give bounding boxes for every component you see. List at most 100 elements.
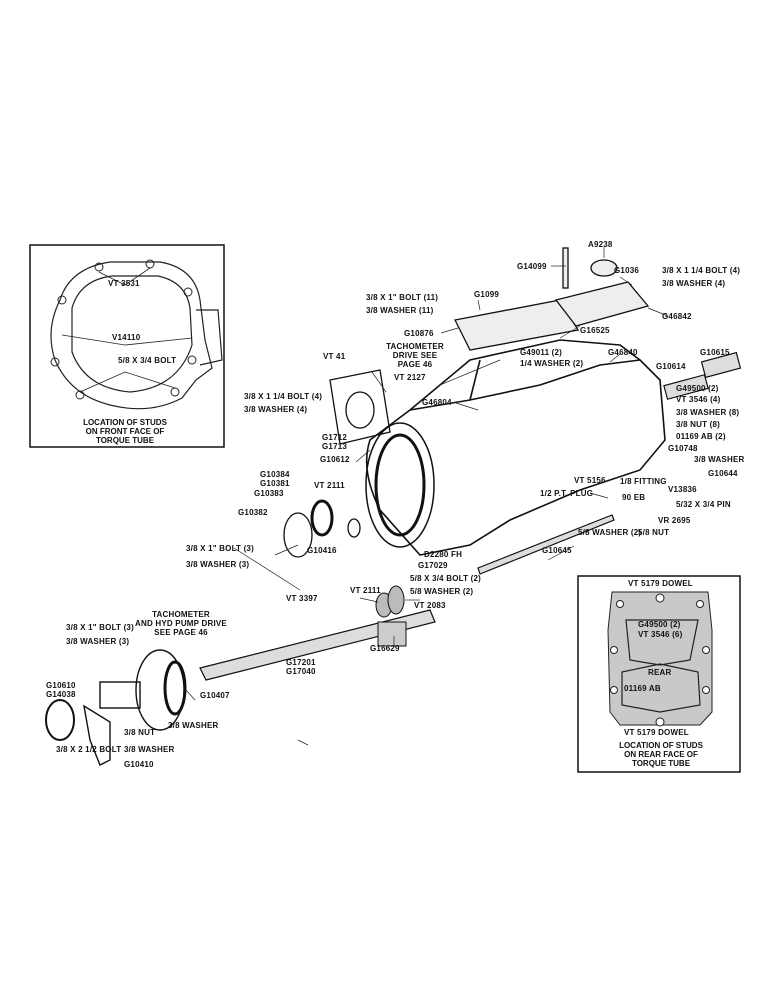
label-g10614: G10614 (656, 362, 686, 371)
bearing-and-retainer-drawing (283, 499, 361, 558)
callout-leaders (185, 247, 669, 746)
label-vt2111a: VT 2111 (314, 481, 345, 490)
label-washer-3-8-3b: 3/8 WASHER (3) (66, 637, 130, 646)
pump-drive-drawing (45, 649, 187, 766)
label-ab01169: 01169 AB (2) (676, 432, 726, 441)
label-nut-5-8: 5/8 NUT (638, 528, 670, 537)
label-g49500: G49500 (2) (676, 384, 719, 393)
label-washer-3-8-4: 3/8 WASHER (4) (662, 279, 726, 288)
label-washer-5-8-2: 5/8 WASHER (2) (578, 528, 642, 537)
label-g10644: G10644 (708, 469, 738, 478)
label-tach-drive: TACHOMETER DRIVE SEE PAGE 46 (386, 342, 444, 369)
label-g10381: G10381 (260, 479, 290, 488)
label-bolt-5-8-x-3-4-2: 5/8 X 3/4 BOLT (2) (410, 574, 482, 583)
bellhousing-drawing (365, 422, 435, 548)
label-g1713: G1713 (322, 442, 348, 451)
label-pt-plug: 1/2 P.T. PLUG (540, 489, 594, 498)
label-washer-3-8-4-b: 3/8 WASHER (4) (244, 405, 308, 414)
label-g46842: G46842 (662, 312, 692, 321)
label-g14099: G14099 (517, 262, 547, 271)
front-stud-part: VT 3531 (108, 279, 140, 288)
label-g10384: G10384 (260, 470, 290, 479)
label-g46840: G46840 (608, 348, 638, 357)
front-bolt-part: V14110 (112, 333, 141, 342)
label-washer-3-8c: 3/8 WASHER (124, 745, 175, 754)
label-vt3836: V13836 (668, 485, 697, 494)
rear-inset-frame (577, 575, 741, 773)
label-bolt-3-8-x-1-3b: 3/8 X 1" BOLT (3) (66, 623, 134, 632)
label-vt3546: VT 3546 (4) (676, 395, 721, 404)
label-g10615: G10615 (700, 348, 730, 357)
label-washer-1-4-2: 1/4 WASHER (2) (520, 359, 584, 368)
label-g10610: G10610 (46, 681, 76, 690)
label-bolt-3-8-x-1-4: 3/8 X 1 1/4 BOLT (4) (662, 266, 741, 275)
label-g17040: G17040 (286, 667, 316, 676)
rear-flange-drawing (607, 591, 713, 726)
label-nut-3-8: 3/8 NUT (124, 728, 156, 737)
label-bolt-3-8-x-1-3: 3/8 X 1" BOLT (3) (186, 544, 254, 553)
label-vt2083: VT 2083 (414, 601, 446, 610)
rear-ab-part: 01169 AB (624, 684, 661, 693)
label-g10612: G10612 (320, 455, 350, 464)
label-washer-3-8-11: 3/8 WASHER (11) (366, 306, 434, 315)
label-g1036: G1036 (614, 266, 640, 275)
label-bolt-3-8-x-1-11: 3/8 X 1" BOLT (11) (366, 293, 439, 302)
label-vt5156: VT 5156 (574, 476, 606, 485)
front-leader-lines (61, 267, 193, 393)
label-g16629: G16629 (370, 644, 400, 653)
label-nut-3-8-8: 3/8 NUT (8) (676, 420, 720, 429)
label-bolt-3-8-x-1-4-b: 3/8 X 1 1/4 BOLT (4) (244, 392, 323, 401)
label-g17029: G17029 (418, 561, 448, 570)
top-cover-drawing (454, 247, 650, 351)
label-g10407: G10407 (200, 691, 230, 700)
transmission-case-drawing (365, 339, 666, 556)
label-g10410: G10410 (124, 760, 154, 769)
rear-dowel-top: VT 5179 DOWEL (628, 579, 693, 588)
label-g10382: G10382 (238, 508, 268, 517)
front-bolt-label: 5/8 X 3/4 BOLT (118, 356, 177, 365)
label-g10748: G10748 (668, 444, 698, 453)
shafts-drawing (199, 351, 742, 681)
label-tach-hyd: TACHOMETER AND HYD PUMP DRIVE SEE PAGE 4… (135, 610, 227, 637)
front-inset-caption: LOCATION OF STUDS ON FRONT FACE OF TORQU… (83, 418, 167, 445)
label-washer-3-8-3: 3/8 WASHER (3) (186, 560, 250, 569)
label-d2280: D2280 FH (424, 550, 463, 559)
label-vt3397: VT 3397 (286, 594, 318, 603)
label-vt2127: VT 2127 (394, 373, 426, 382)
label-washer-3-8b: 3/8 WASHER (168, 721, 219, 730)
label-g10416: G10416 (307, 546, 337, 555)
label-g1712: G1712 (322, 433, 348, 442)
label-g10383: G10383 (254, 489, 284, 498)
front-inset-frame (29, 244, 225, 448)
label-g46804: G46804 (422, 398, 452, 407)
label-washer-3-8-8: 3/8 WASHER (8) (676, 408, 740, 417)
label-g49011: G49011 (2) (520, 348, 563, 357)
label-pin: 5/32 X 3/4 PIN (676, 500, 731, 509)
rear-stud-1: G49500 (2) (638, 620, 681, 629)
label-bolt-3-8-x-2-1-2: 3/8 X 2 1/2 BOLT (56, 745, 122, 754)
label-g17201: G17201 (286, 658, 316, 667)
label-washer-5-8-2b: 5/8 WASHER (2) (410, 587, 474, 596)
rear-inset-caption: LOCATION OF STUDS ON REAR FACE OF TORQUE… (619, 741, 703, 768)
rear-label: REAR (648, 668, 672, 677)
label-ab90: 90 EB (622, 493, 646, 502)
label-vr2695: VR 2695 (658, 516, 691, 525)
label-g1099: G1099 (474, 290, 500, 299)
rear-dowel-bottom: VT 5179 DOWEL (624, 728, 689, 737)
label-g16525: G16525 (580, 326, 610, 335)
label-g14038: G14038 (46, 690, 76, 699)
label-g10876: G10876 (404, 329, 434, 338)
label-g10645: G10645 (542, 546, 572, 555)
rear-inner-shape (621, 619, 701, 713)
label-washer-3-8: 3/8 WASHER (694, 455, 745, 464)
rear-stud-holes (610, 593, 710, 727)
gear-drawing (375, 585, 407, 647)
label-fitting: 1/8 FITTING (620, 477, 667, 486)
front-plate-drawing (329, 369, 391, 445)
rear-stud-2: VT 3546 (6) (638, 630, 683, 639)
label-a9238: A9238 (588, 240, 613, 249)
label-vt41: VT 41 (323, 352, 346, 361)
front-flange-drawing (50, 261, 223, 410)
